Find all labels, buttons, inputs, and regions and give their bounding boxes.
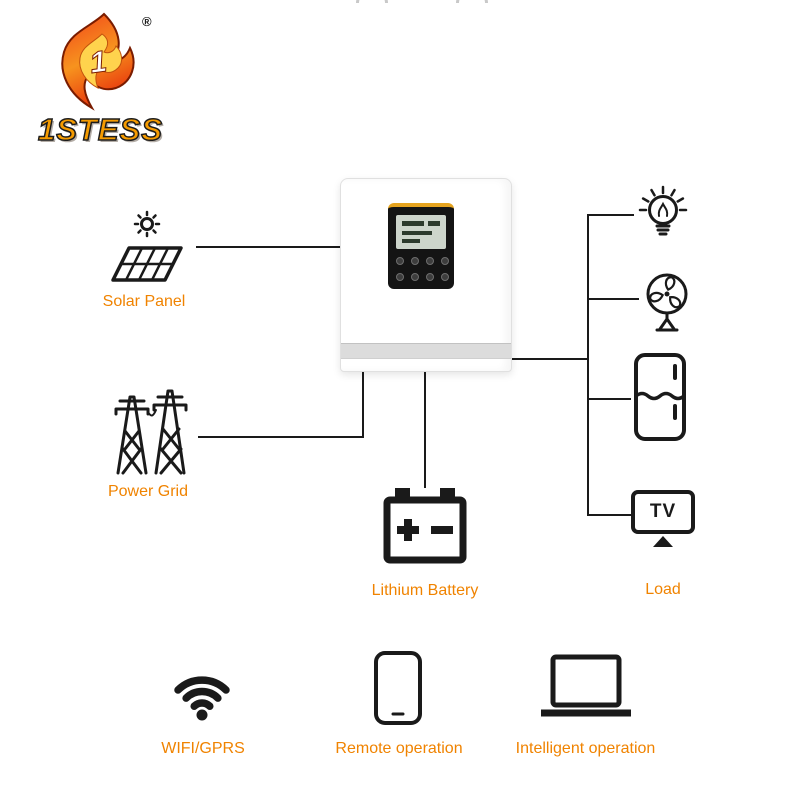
wire-branch-tv <box>587 514 631 516</box>
power-grid-icon <box>114 389 188 475</box>
remote-operation-label: Remote operation <box>335 740 463 757</box>
brand-flame-icon <box>61 12 135 111</box>
inverter-button <box>441 273 449 281</box>
tv-icon: TV <box>631 490 695 547</box>
inverter-handle-right <box>456 0 488 3</box>
inverter-button <box>426 257 434 265</box>
brand-logo: 1 ® 1STESS <box>37 8 188 158</box>
tv-stand <box>653 536 673 547</box>
wire-branch-fan <box>587 298 639 300</box>
wire-grid-vertical <box>362 372 364 438</box>
wire-load-trunk <box>587 214 589 516</box>
wifi-icon <box>174 676 230 721</box>
wire-branch-fridge <box>587 398 631 400</box>
inverter-handle-left <box>356 0 388 3</box>
inverter-button <box>396 273 404 281</box>
wire-branch-bulb <box>587 214 634 216</box>
lithium-battery-label: Lithium Battery <box>371 582 479 599</box>
inverter-button <box>396 257 404 265</box>
inverter-button <box>441 257 449 265</box>
wifi-gprs-label: WIFI/GPRS <box>161 740 245 757</box>
laptop-icon <box>541 654 631 717</box>
solar-panel-icon <box>111 210 183 282</box>
registered-trademark: ® <box>142 14 152 29</box>
solar-panel-label: Solar Panel <box>102 293 186 310</box>
wire-inverter-to-load-trunk <box>512 358 589 360</box>
fan-icon <box>646 273 688 332</box>
wire-inverter-to-battery <box>424 372 426 488</box>
inverter-unit <box>340 178 512 372</box>
smartphone-icon <box>374 651 422 725</box>
intelligent-operation-label: Intelligent operation <box>515 740 656 757</box>
load-label: Load <box>645 581 681 598</box>
tv-text: TV <box>649 501 677 522</box>
lithium-battery-icon <box>383 488 467 564</box>
tv-screen: TV <box>631 490 695 534</box>
inverter-vent-strip <box>341 343 511 359</box>
inverter-lcd-screen <box>396 215 446 249</box>
inverter-control-panel <box>388 203 454 289</box>
wire-solar-to-inverter <box>196 246 340 248</box>
inverter-button <box>426 273 434 281</box>
light-bulb-icon <box>638 185 688 236</box>
brand-name: 1STESS <box>37 111 163 148</box>
inverter-button <box>411 273 419 281</box>
wire-grid-horizontal <box>198 436 364 438</box>
refrigerator-icon <box>634 353 686 441</box>
inverter-button <box>411 257 419 265</box>
power-grid-label: Power Grid <box>107 483 189 500</box>
